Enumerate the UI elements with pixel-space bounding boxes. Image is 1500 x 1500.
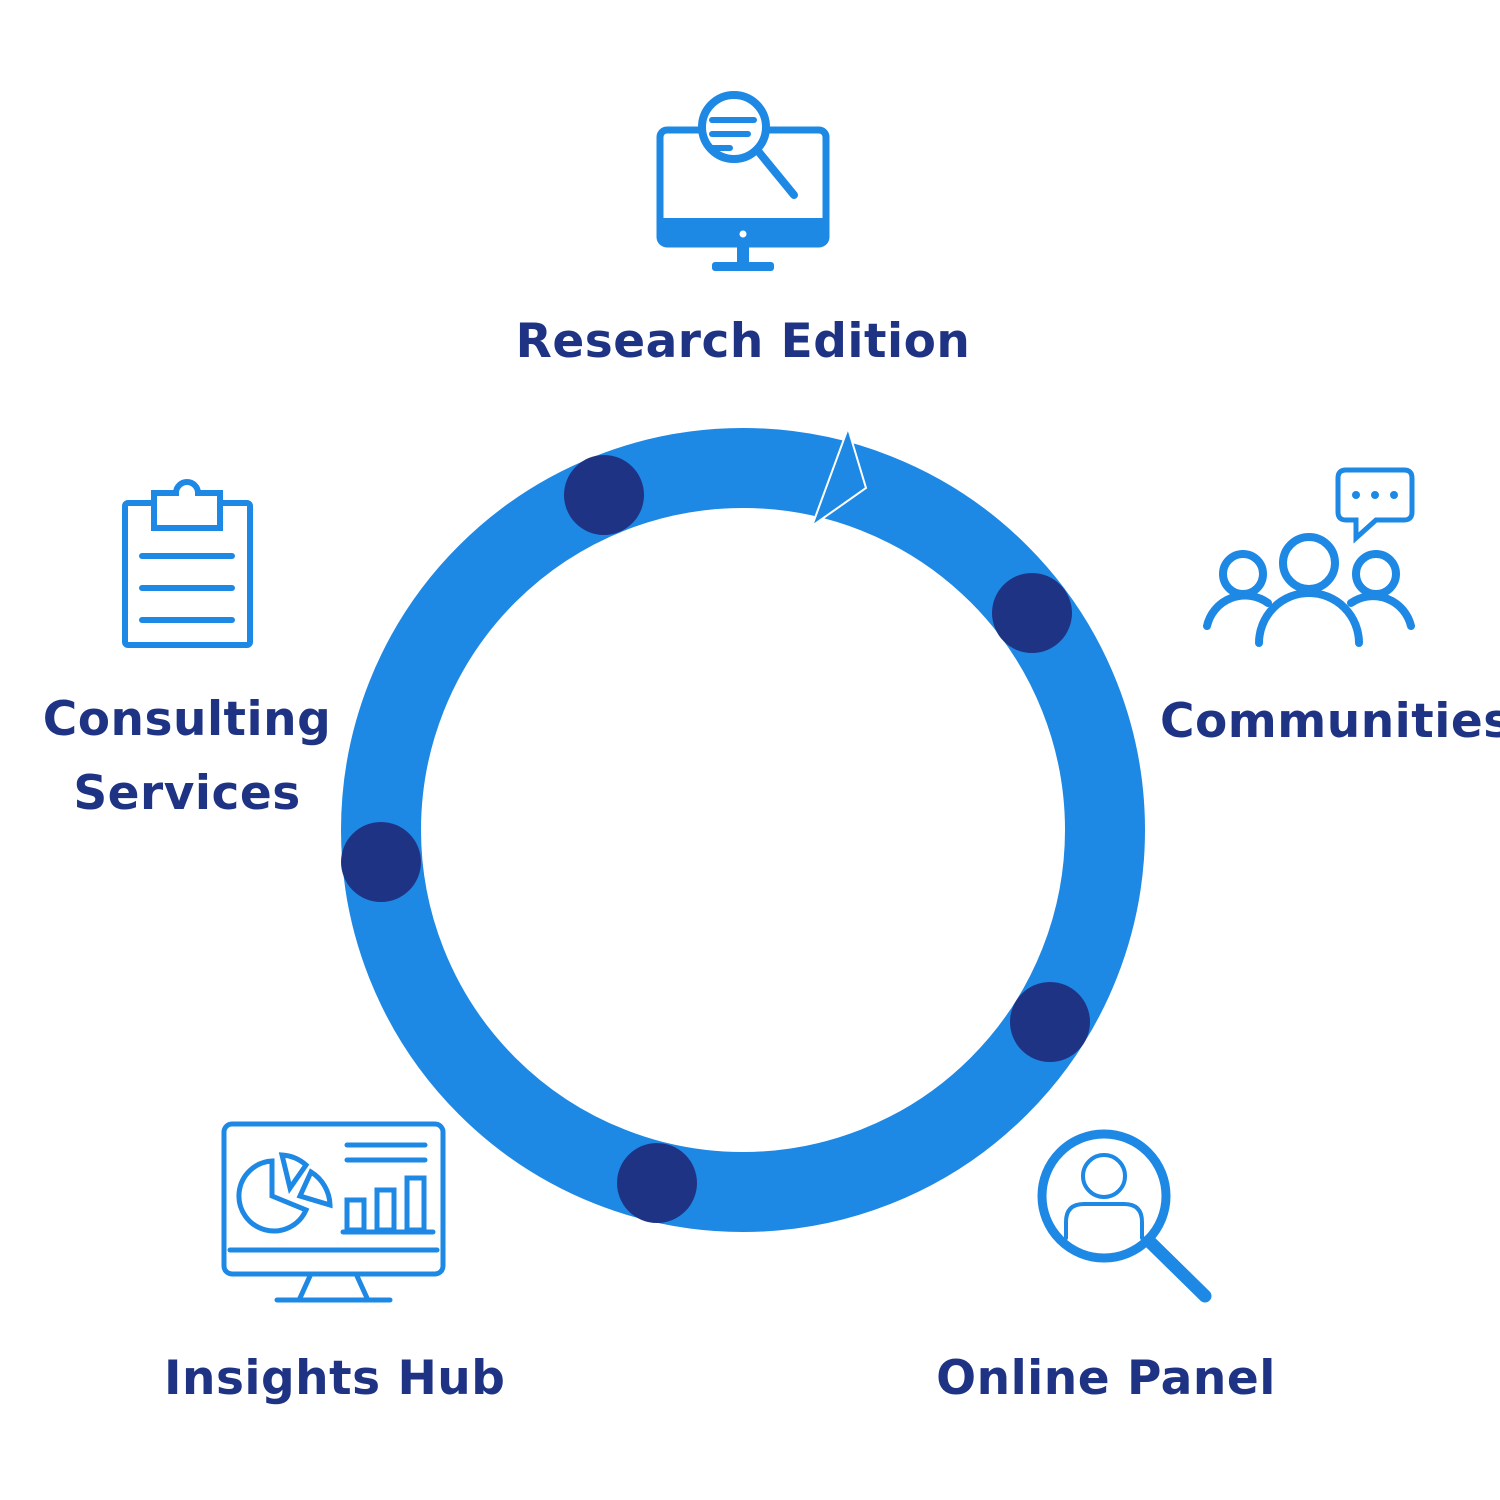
clipboard-icon [122, 479, 253, 648]
label-consulting-services: Consulting Services [32, 683, 342, 831]
label-consulting-services-line-1: Consulting [42, 692, 332, 747]
label-communities: Communities [1160, 685, 1500, 759]
cycle-ring [341, 424, 1145, 1232]
people-chat-icon [1203, 467, 1415, 647]
label-consulting-services-line-2: Services [73, 766, 301, 821]
label-insights-hub-text: Insights Hub [164, 1351, 506, 1406]
label-communities-text: Communities [1160, 694, 1500, 749]
ring-arrow-head-icon [809, 424, 868, 529]
ring-nodes [341, 455, 1090, 1223]
label-insights-hub: Insights Hub [164, 1342, 506, 1416]
ring-node-consulting-services [341, 822, 421, 902]
ring-node-communities [992, 573, 1072, 653]
ring-node-online-panel [1010, 982, 1090, 1062]
dashboard-monitor-icon [221, 1121, 446, 1303]
label-research-edition: Research Edition [493, 305, 993, 379]
label-online-panel-text: Online Panel [936, 1351, 1276, 1406]
ring-track [341, 428, 1145, 1232]
monitor-search-icon [656, 91, 830, 271]
ring-node-research-edition [564, 455, 644, 535]
label-research-edition-text: Research Edition [515, 314, 971, 369]
user-magnifier-icon [1037, 1129, 1212, 1303]
ring-node-insights-hub [617, 1143, 697, 1223]
label-online-panel: Online Panel [926, 1342, 1286, 1416]
